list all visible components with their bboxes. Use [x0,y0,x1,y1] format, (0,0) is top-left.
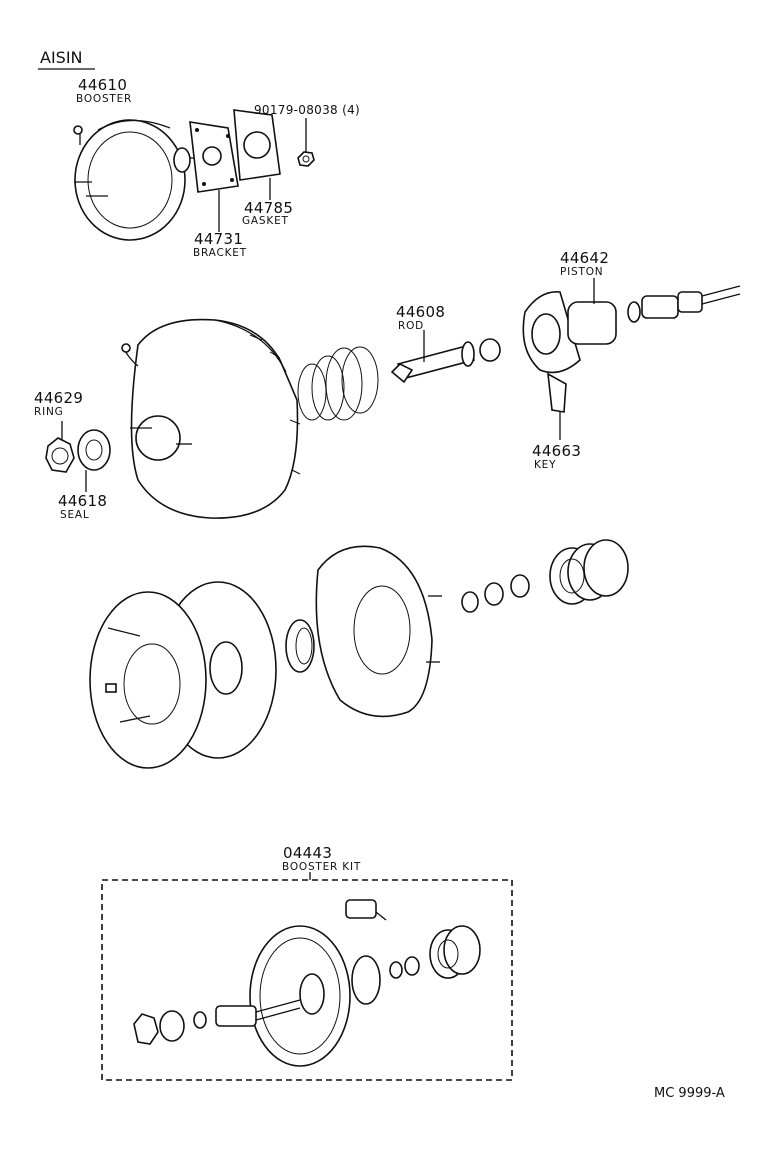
part-number-bracket: 44731 [194,230,244,248]
part-number-rod: 44608 [396,303,446,321]
part-name-piston: PISTON [560,266,604,278]
rod-drawing [390,330,501,384]
front-shell-drawing [89,581,277,769]
booster-kit-drawing [133,899,481,1067]
rear-shell-drawing [315,545,442,718]
part-number-piston: 44642 [560,249,610,267]
part-number-seal: 44618 [58,492,108,510]
bracket-drawing [189,121,239,232]
booster-kit-frame [101,879,513,1081]
part-number-booster: 44610 [78,76,128,94]
drawing-code: MC 9999-A [654,1086,725,1101]
part-name-ring: RING [34,406,64,418]
valve-rod-drawing [627,285,741,323]
part-name-rod: ROD [398,320,425,332]
part-name-booster-kit: BOOSTER KIT [282,861,362,873]
cups-drawing [461,539,629,613]
part-number-nut: 90179-08038 (4) [254,103,360,117]
brand-label: AISIN [40,48,83,67]
part-name-key: KEY [534,459,557,471]
part-number-ring: 44629 [34,389,84,407]
part-name-gasket: GASKET [242,215,289,227]
piston-drawing [522,278,617,440]
shell-seal-drawing [285,619,315,673]
part-name-bracket: BRACKET [193,247,247,259]
booster-shell-drawing [121,318,301,519]
ring-seal-drawing [45,421,111,492]
spring-drawing [297,346,379,421]
nut-drawing [297,118,315,167]
part-number-gasket: 44785 [244,199,294,217]
part-number-key: 44663 [532,442,582,460]
gasket-drawing [233,109,281,200]
part-name-seal: SEAL [60,509,90,521]
booster-assembly-drawing [73,119,195,241]
part-name-booster: BOOSTER [76,93,133,105]
part-number-booster-kit: 04443 [283,844,333,862]
